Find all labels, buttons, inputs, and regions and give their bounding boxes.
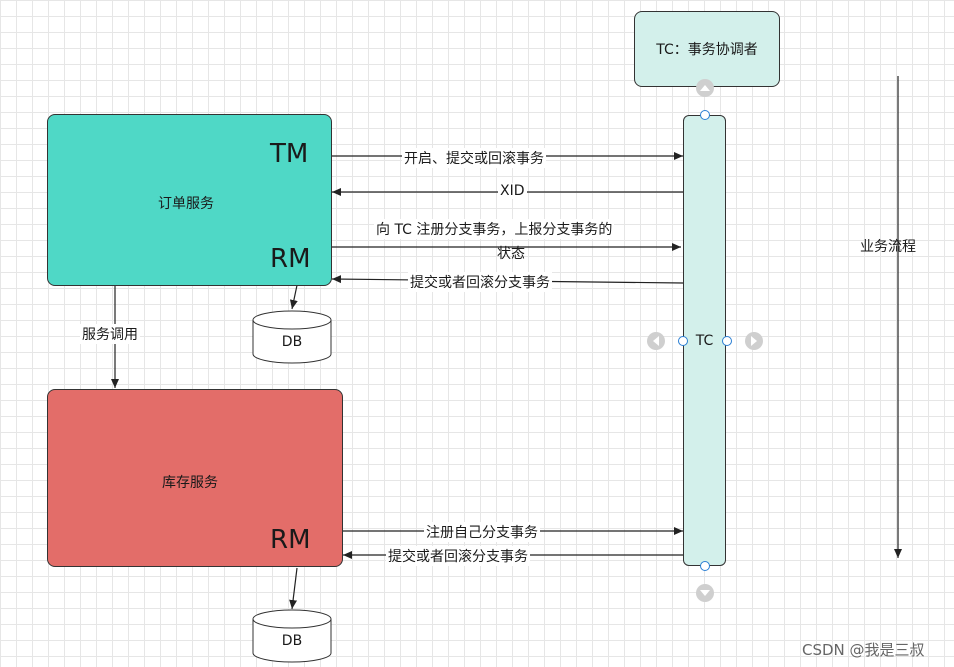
order-rm-label: RM xyxy=(270,244,311,274)
resize-handle-left[interactable] xyxy=(678,336,688,346)
service-call-label: 服务调用 xyxy=(80,324,140,344)
arrow-xid-label: XID xyxy=(498,183,527,199)
order-service-box[interactable]: 订单服务 TM RM xyxy=(47,114,332,286)
arrow-register-label-line2: 状态 xyxy=(497,246,525,262)
db-label-inventory: DB xyxy=(281,633,303,649)
inventory-service-label: 库存服务 xyxy=(162,475,218,491)
db-label-order: DB xyxy=(281,334,303,350)
tc-lifeline-box[interactable]: TC xyxy=(683,115,726,566)
chevron-up-icon[interactable] xyxy=(696,79,714,97)
arrow-commit-inventory-label: 提交或者回滚分支事务 xyxy=(386,546,530,566)
flow-label: 业务流程 xyxy=(860,239,916,255)
tc-lifeline-label: TC xyxy=(695,333,714,349)
order-service-label: 订单服务 xyxy=(158,196,214,212)
tc-header-label: TC：事务协调者 xyxy=(656,42,758,58)
resize-handle-right[interactable] xyxy=(722,336,732,346)
chevron-left-icon[interactable] xyxy=(647,332,665,350)
chevron-down-icon[interactable] xyxy=(696,584,714,602)
db-cylinder-inventory[interactable]: DB xyxy=(252,609,332,665)
inventory-service-box[interactable]: 库存服务 RM xyxy=(47,389,343,567)
order-tm-label: TM xyxy=(270,139,309,169)
arrow-begin-label: 开启、提交或回滚事务 xyxy=(402,148,546,168)
chevron-right-icon[interactable] xyxy=(745,332,763,350)
tc-header-box[interactable]: TC：事务协调者 xyxy=(634,11,780,87)
inventory-rm-label: RM xyxy=(270,525,311,555)
arrow-db2-line xyxy=(289,567,298,610)
watermark: CSDN @我是三叔 xyxy=(802,641,925,659)
resize-handle-bottom[interactable] xyxy=(700,561,710,571)
arrow-commit-order-label: 提交或者回滚分支事务 xyxy=(408,272,552,292)
arrow-register-inventory-label: 注册自己分支事务 xyxy=(424,522,540,542)
db-cylinder-order[interactable]: DB xyxy=(252,310,332,366)
resize-handle-top[interactable] xyxy=(700,110,710,120)
arrow-register-label-line1: 向 TC 注册分支事务，上报分支事务的 xyxy=(374,219,615,239)
